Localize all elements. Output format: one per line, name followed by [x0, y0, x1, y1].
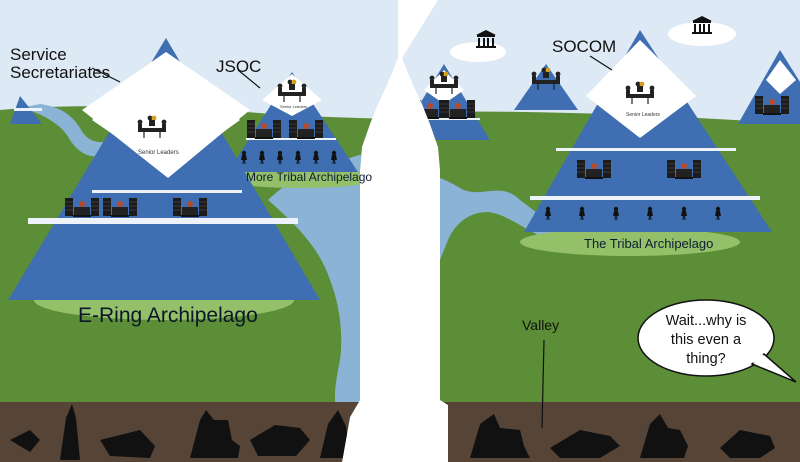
label-valley: Valley [522, 317, 560, 333]
caption-senior-leaders-large: Senior Leaders [138, 150, 179, 156]
speech-bubble-text: Wait...why is this even a thing? [665, 313, 747, 367]
label-more-tribal-archipelago: More Tribal Archipelago [246, 170, 373, 184]
label-e-ring-archipelago: E-Ring Archipelago [78, 304, 258, 327]
label-tribal-archipelago: The Tribal Archipelago [584, 236, 714, 251]
caption-senior-leaders-small: Senior Leaders [280, 104, 308, 109]
speech-bubble [637, 299, 797, 383]
label-service-secretariates: Service Secretariates [10, 45, 111, 82]
caption-senior-leaders-socom: Senior Leaders [626, 112, 660, 118]
left-panel [0, 0, 398, 462]
label-jsoc: JSOC [216, 57, 262, 76]
right-panel [402, 0, 800, 462]
label-socom: SOCOM [552, 37, 617, 56]
